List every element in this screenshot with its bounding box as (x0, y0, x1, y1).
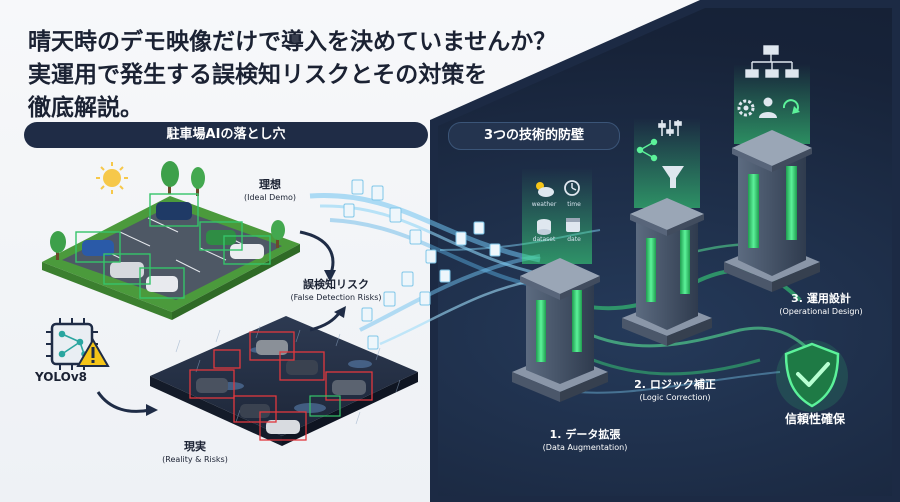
label-ideal-en: (Ideal Demo) (243, 193, 297, 202)
label-pillar-1-en: (Data Augmentation) (542, 443, 628, 452)
label-pillar-2: 2. ロジック補正 (Logic Correction) (610, 378, 740, 403)
mini-label-time: time (567, 201, 581, 208)
document-icon (343, 179, 501, 350)
ideal-detection-boxes (75, 193, 271, 299)
rainy-parking-lot (150, 316, 418, 446)
label-pillar-2-ja: 2. ロジック補正 (634, 378, 716, 391)
label-pillar-3-en: (Operational Design) (779, 307, 863, 316)
mini-label-date: date (567, 236, 581, 243)
headline-line-2: 実運用で発生する誤検知リスクとその対策を (28, 62, 488, 88)
flow-nodes-icon (636, 138, 658, 162)
cloud-sun-icon (536, 182, 554, 197)
sync-icon (782, 99, 800, 114)
car-icon (196, 340, 366, 434)
label-pillar-3: 3. 運用設計 (Operational Design) (756, 292, 886, 317)
person-icon (759, 97, 777, 118)
org-chart-icon (745, 45, 799, 78)
label-ideal-ja: 理想 (259, 178, 281, 191)
headline-line-1: 晴天時のデモ映像だけで導入を決めていませんか？ (28, 29, 557, 55)
calendar-icon (566, 218, 580, 232)
ideal-parking-lot (42, 161, 300, 320)
mini-label-weather: weather (531, 201, 557, 208)
label-model: YOLOv8 (34, 370, 88, 384)
label-reliability: 信頼性確保 (760, 412, 870, 426)
car-icon (82, 202, 264, 292)
shield-check-icon (776, 340, 848, 412)
label-false-detection-ja: 誤検知リスク (303, 278, 369, 291)
warning-icon (76, 337, 110, 367)
label-pillar-1: 1. データ拡張 (Data Augmentation) (520, 428, 650, 453)
arrow-icon (309, 311, 342, 332)
label-pillar-3-ja: 3. 運用設計 (791, 292, 851, 305)
headline-line-3: 徹底解説。 (28, 95, 143, 121)
section-title-pitfalls: 駐車場AIの落とし穴 (24, 122, 428, 148)
sliders-icon (658, 120, 682, 136)
label-reality-ja: 現実 (184, 440, 206, 453)
mini-label-dataset: dataset (532, 236, 556, 243)
label-pillar-2-en: (Logic Correction) (639, 393, 711, 402)
pillar-logic-correction (622, 118, 712, 346)
label-reality: 現実 (Reality & Risks) (150, 440, 240, 465)
section-title-defenses: 3つの技術的防壁 (448, 122, 620, 150)
arrow-icon (96, 391, 151, 413)
page-title: 晴天時のデモ映像だけで導入を決めていませんか？ 実運用で発生する誤検知リスクとそ… (28, 26, 588, 125)
chip-icon (46, 318, 98, 370)
label-pillar-1-ja: 1. データ拡張 (549, 428, 621, 441)
label-false-detection: 誤検知リスク (False Detection Risks) (276, 278, 396, 303)
tree-icon (50, 161, 285, 260)
sun-icon (96, 162, 128, 194)
database-icon (537, 219, 551, 235)
arrow-icon (299, 230, 335, 277)
label-reliability-ja: 信頼性確保 (784, 412, 845, 426)
false-detection-boxes (189, 331, 373, 441)
label-false-detection-en: (False Detection Risks) (290, 293, 382, 302)
label-reality-en: (Reality & Risks) (162, 455, 228, 464)
pillar-data-augmentation (512, 168, 608, 402)
gear-icon (737, 99, 755, 117)
clock-icon (564, 180, 580, 196)
label-ideal: 理想 (Ideal Demo) (230, 178, 310, 203)
pillar-operational-design (724, 45, 820, 292)
funnel-icon (662, 166, 684, 188)
